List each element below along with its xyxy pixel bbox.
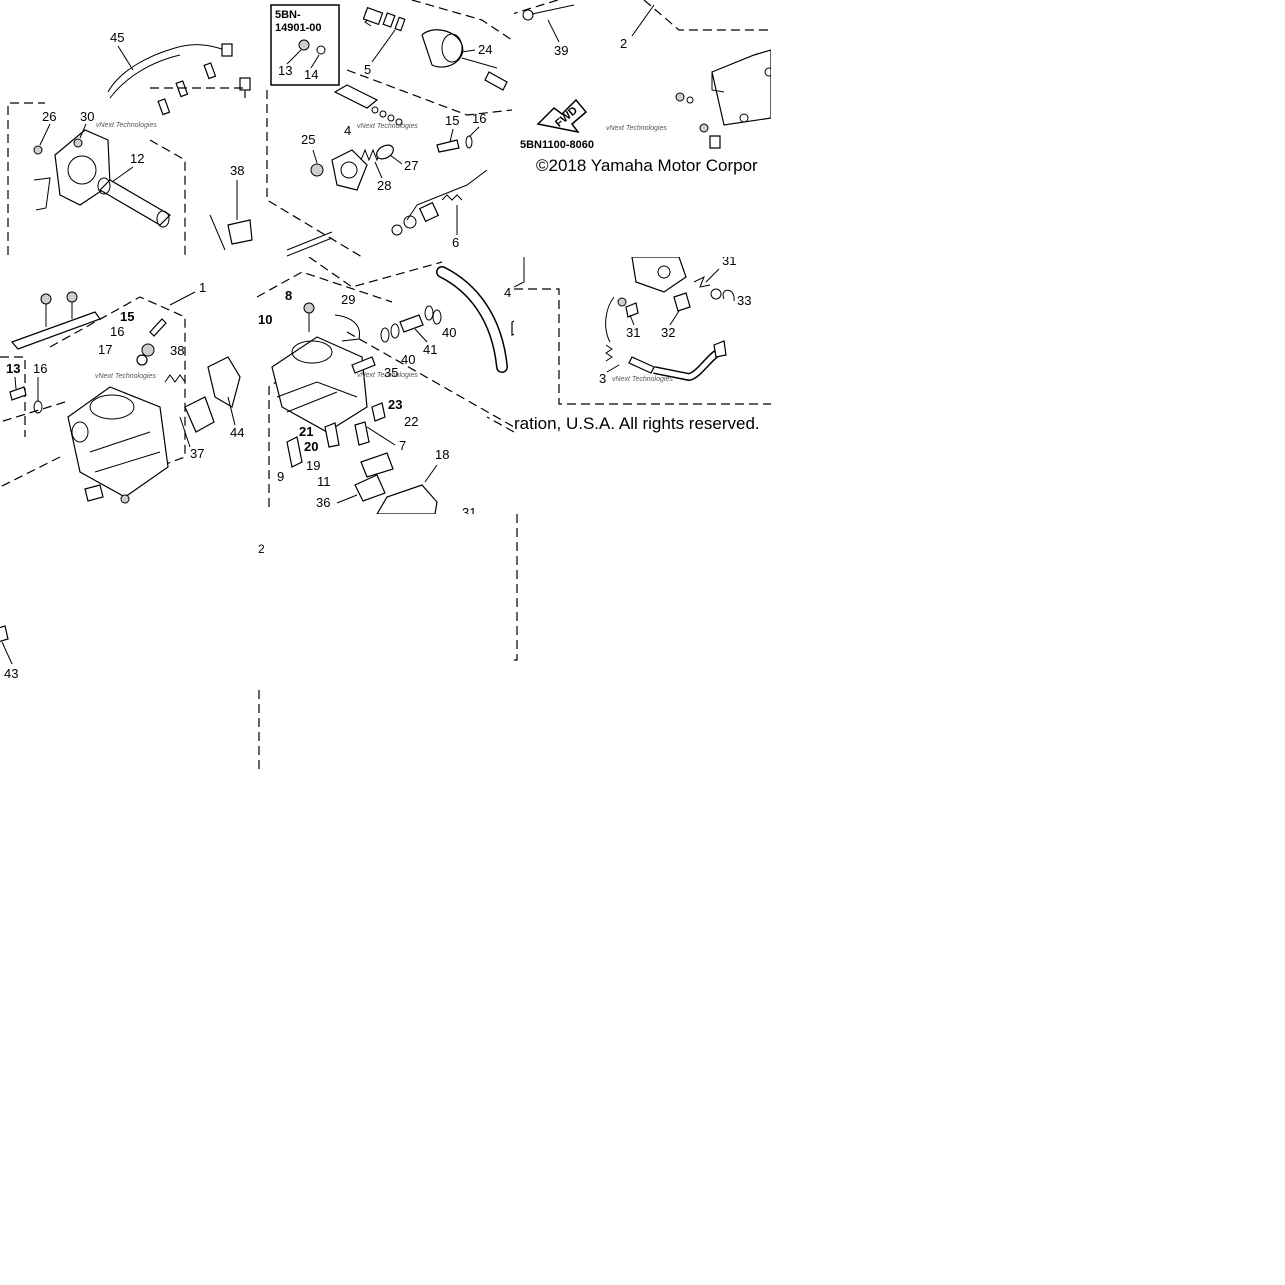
float-part [354,474,386,502]
carburetor-2-part [271,336,368,433]
diagram-tile-middle-left: 1 15 16 17 38 13 16 37 44 vNext Technolo… [0,257,257,514]
callout-1: 1 [199,280,206,295]
tile-bottom-left-drawing: 43 [0,625,18,681]
watermark: vNext Technologies [357,123,418,130]
carburetor-part [67,386,169,498]
callout-16: 16 [472,111,486,126]
diagram-tile-top-right: 39 2 FWD 5BN1100-8060 ©2018 Yamaha Motor… [514,0,771,257]
callout-40: 40 [442,325,456,340]
watermark: vNext Technologies [612,376,673,383]
callout-26: 26 [42,109,56,124]
tile-edge-drawing [514,514,518,661]
diagram-tile-bottom-left: 43 [0,514,257,771]
callout-43: 43 [4,666,18,681]
callout-37: 37 [190,446,204,461]
tile-top-right-drawing: 39 2 FWD 5BN1100-8060 ©2018 Yamaha Motor… [514,0,771,175]
callout-28: 28 [377,178,391,193]
diagram-tile-bottom-center: 2 [257,514,514,771]
diagram-tile-top-middle: 5BN- 14901-00 13 14 5 24 4 25 28 27 15 1… [257,0,514,257]
callout-2: 2 [620,36,627,51]
diagram-tile-top-left: 45 26 30 12 38 vNext Technologies [0,0,257,257]
callout-9: 9 [277,469,284,484]
diagram-code: 5BN1100-8060 [520,139,594,151]
callout-31b: 31 [626,325,640,340]
wire-harness-part [107,44,226,93]
tile-middle-right-drawing: 31 33 31 32 3 ration, U.S.A. All rights … [514,257,771,433]
callout-12: 12 [130,151,144,166]
callout-7: 7 [399,438,406,453]
callout-22: 22 [404,414,418,429]
callout-10: 10 [258,312,272,327]
watermark: vNext Technologies [95,373,156,380]
kit-box-line2: 14901-00 [275,22,322,34]
callout-40b: 40 [401,352,415,367]
bracket-plate-part [711,49,771,126]
bracket-44-part [207,356,241,408]
diagram-tile-middle-center: 8 29 10 40 41 40 35 23 22 7 21 20 19 9 1… [257,257,514,514]
callout-3: 3 [599,371,606,386]
callout-36: 36 [316,495,330,510]
callout-35: 35 [384,365,398,380]
callout-4: 4 [344,123,351,138]
callout-5: 5 [364,62,371,77]
callout-15: 15 [120,309,134,324]
diagram-tile-middle-right: 31 33 31 32 3 ration, U.S.A. All rights … [514,257,771,514]
watermark: vNext Technologies [357,372,418,379]
callout-6: 6 [452,235,459,250]
callout-13: 13 [278,63,292,78]
watermark: vNext Technologies [96,122,157,129]
callout-8: 8 [285,288,292,303]
tile-bottom-center-drawing: 2 [258,542,265,771]
watermark: vNext Technologies [606,125,667,132]
callout-15: 15 [445,113,459,128]
callout-38: 38 [170,343,184,358]
copyright-line-start: ©2018 Yamaha Motor Corpor [536,156,758,175]
tile-middle-center-drawing: 8 29 10 40 41 40 35 23 22 7 21 20 19 9 1… [257,257,514,514]
callout-16b: 16 [33,361,47,376]
callout-19: 19 [306,458,320,473]
callout-18: 18 [435,447,449,462]
callout-20: 20 [304,439,318,454]
callout-32: 32 [661,325,675,340]
diagram-tile-edge [514,514,520,664]
callout-24: 24 [478,42,492,57]
callout-31: 31 [462,505,476,514]
callout-38: 38 [230,163,244,178]
tile-top-left-drawing: 45 26 30 12 38 vNext Technologies [7,30,253,255]
fwd-arrow-icon: FWD [536,98,588,134]
callout-41: 41 [423,342,437,357]
tile-middle-left-drawing: 1 15 16 17 38 13 16 37 44 vNext Technolo… [0,280,244,504]
callout-14: 14 [304,67,318,82]
callout-17: 17 [98,342,112,357]
callout-30: 30 [80,109,94,124]
callout-27: 27 [404,158,418,173]
copyright-line-end: ration, U.S.A. All rights reserved. [514,414,760,433]
callout-33: 33 [737,293,751,308]
callout-39: 39 [554,43,568,58]
fuel-hose-part [437,267,507,372]
callout-2: 2 [258,542,265,556]
callout-44: 44 [230,425,244,440]
callout-31a: 31 [722,257,736,268]
callout-29: 29 [341,292,355,307]
callout-21: 21 [299,424,313,439]
callout-11: 11 [317,474,331,489]
callout-4: 4 [504,285,511,300]
callout-13: 13 [6,361,20,376]
callout-23: 23 [388,397,402,412]
callout-25: 25 [301,132,315,147]
kit-box-line1: 5BN- [275,9,301,21]
tube-part [99,179,171,226]
tile-top-middle-drawing: 5BN- 14901-00 13 14 5 24 4 25 28 27 15 1… [266,0,513,257]
callout-16: 16 [110,324,124,339]
callout-45: 45 [110,30,124,45]
